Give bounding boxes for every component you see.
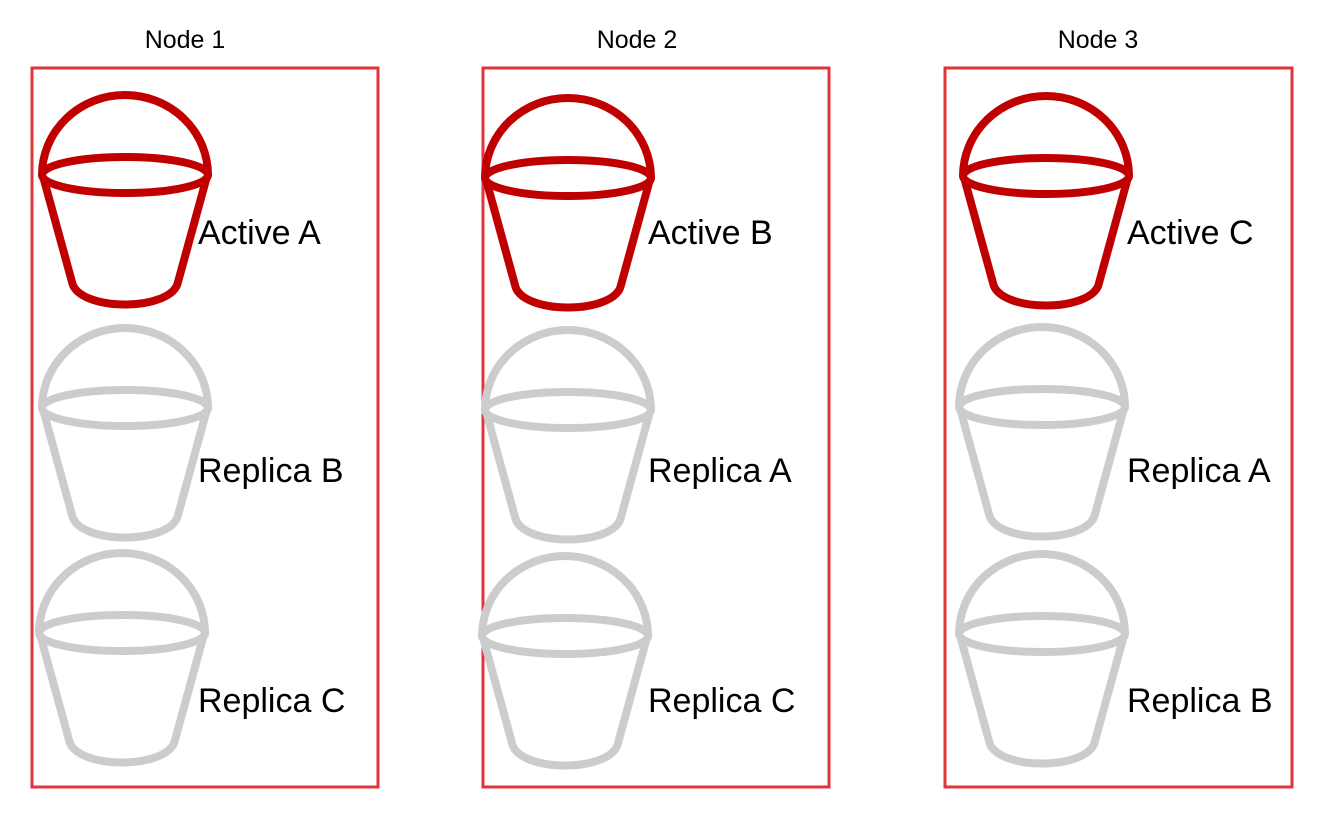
active-bucket-icon	[38, 91, 212, 309]
replica-bucket-icon	[35, 549, 209, 767]
replica-bucket-icon	[481, 326, 655, 544]
active-bucket-icon	[959, 92, 1133, 310]
bucket-handle	[35, 549, 209, 637]
bucket-body	[483, 411, 653, 544]
bucket-rim	[481, 156, 655, 200]
bucket-rim	[35, 611, 209, 655]
bucket-rim	[481, 388, 655, 432]
bucket-body	[37, 634, 207, 767]
bucket-handle	[481, 326, 655, 414]
bucket-label: Replica B	[1127, 682, 1273, 720]
node-title: Node 1	[145, 26, 226, 54]
bucket-rim	[478, 614, 652, 658]
bucket-body	[40, 176, 210, 309]
bucket-handle	[959, 92, 1133, 180]
bucket-label: Active B	[648, 214, 773, 252]
replica-bucket-icon	[955, 550, 1129, 768]
replica-bucket-icon	[38, 324, 212, 542]
bucket-label: Replica C	[198, 682, 345, 720]
bucket-label: Replica B	[198, 452, 344, 490]
replica-bucket-icon	[478, 552, 652, 770]
bucket-label: Replica A	[1127, 452, 1271, 490]
bucket-label: Active A	[198, 214, 321, 252]
node-box	[481, 66, 831, 789]
node-3: Node 3 Active C Replica A Replica B	[943, 26, 1294, 789]
replica-bucket-icon	[955, 323, 1129, 541]
bucket-body	[961, 177, 1131, 310]
bucket-rim	[959, 154, 1133, 198]
bucket-handle	[38, 91, 212, 179]
node-title: Node 2	[597, 26, 678, 54]
bucket-rim	[955, 385, 1129, 429]
bucket-rim	[38, 386, 212, 430]
node-1: Node 1 Active A Replica B Replica C	[30, 26, 380, 789]
bucket-rim	[955, 612, 1129, 656]
bucket-label: Active C	[1127, 214, 1254, 252]
bucket-handle	[481, 94, 655, 182]
active-bucket-icon	[481, 94, 655, 312]
bucket-handle	[38, 324, 212, 412]
bucket-rim	[38, 153, 212, 197]
bucket-body	[957, 635, 1127, 768]
node-title: Node 3	[1058, 26, 1139, 54]
bucket-body	[480, 637, 650, 770]
bucket-handle	[955, 550, 1129, 638]
bucket-label: Replica A	[648, 452, 792, 490]
node-box	[30, 66, 380, 789]
bucket-handle	[478, 552, 652, 640]
node-box	[943, 66, 1294, 789]
bucket-handle	[955, 323, 1129, 411]
bucket-body	[483, 179, 653, 312]
bucket-body	[957, 408, 1127, 541]
bucket-body	[40, 409, 210, 542]
bucket-label: Replica C	[648, 682, 795, 720]
node-2: Node 2 Active B Replica A Replica C	[478, 26, 831, 789]
